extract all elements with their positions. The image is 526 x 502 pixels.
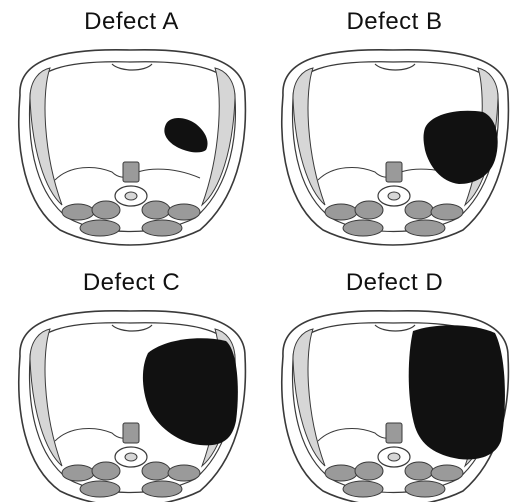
- thorax-cross-section: [0, 251, 263, 502]
- panel-defect-b: Defect B: [263, 0, 526, 251]
- defect-shape: [409, 325, 505, 459]
- panel-defect-d: Defect D: [263, 251, 526, 502]
- thorax-cross-section: [263, 251, 526, 502]
- thorax-outline: [19, 50, 246, 245]
- panel-defect-a: Defect A: [0, 0, 263, 251]
- thorax-cross-section: [0, 0, 263, 251]
- thorax-cross-section: [263, 0, 526, 251]
- panel-defect-c: Defect C: [0, 251, 263, 502]
